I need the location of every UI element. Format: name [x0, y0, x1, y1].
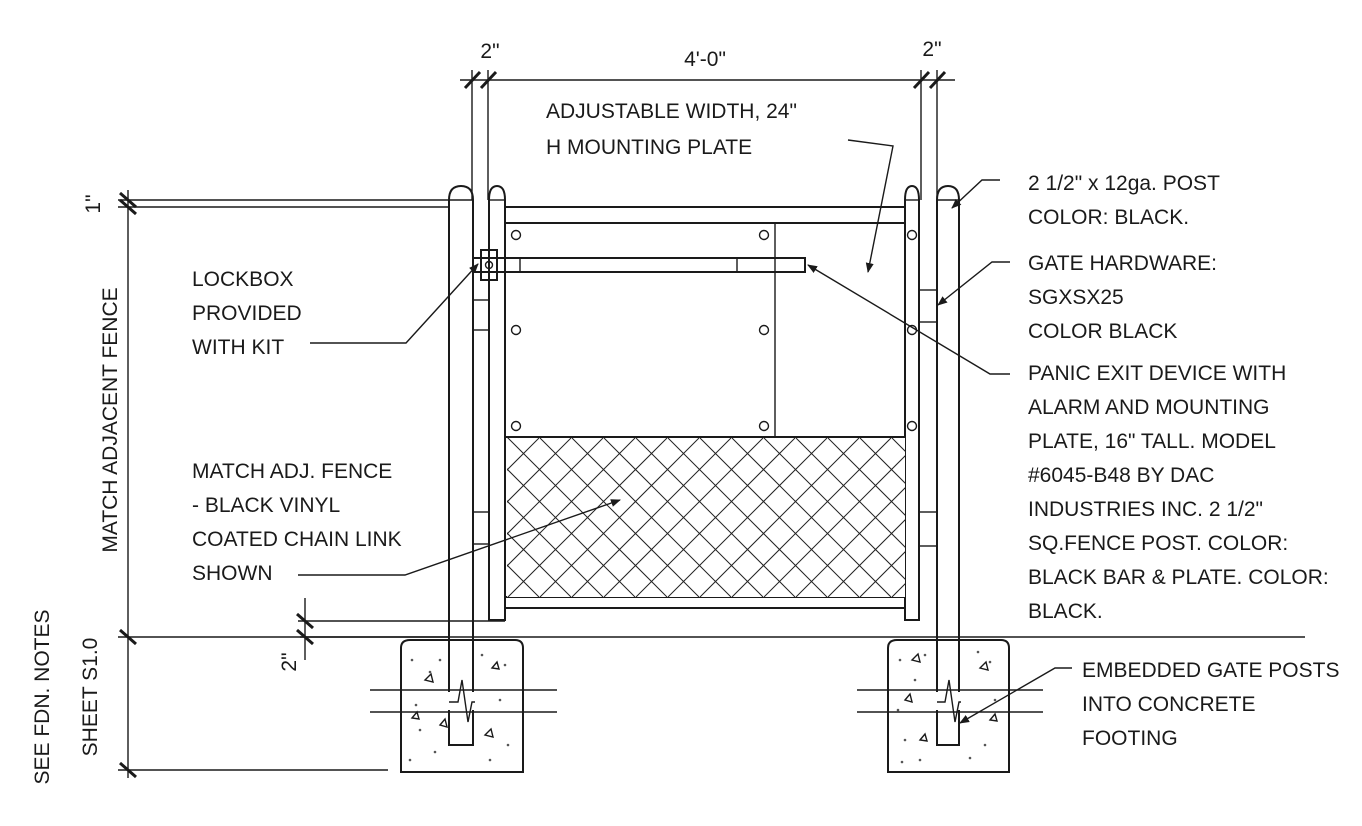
bottom-gap-dimension: 2": [278, 598, 505, 672]
svg-text:WITH KIT: WITH KIT: [192, 336, 284, 359]
right-gate-post: [904, 184, 920, 621]
svg-text:PLATE, 16" TALL. MODEL: PLATE, 16" TALL. MODEL: [1028, 430, 1276, 453]
svg-text:SHOWN: SHOWN: [192, 562, 273, 585]
callout-post: 2 1/2" x 12ga. POST COLOR: BLACK.: [1028, 172, 1220, 229]
callout-chain-link: MATCH ADJ. FENCE - BLACK VINYL COATED CH…: [192, 460, 402, 585]
left-hinge-post: [448, 184, 474, 746]
dim-top-offset: 1": [82, 194, 105, 213]
svg-text:INTO CONCRETE: INTO CONCRETE: [1082, 693, 1255, 716]
svg-text:LOCKBOX: LOCKBOX: [192, 268, 294, 291]
svg-text:PANIC EXIT DEVICE WITH: PANIC EXIT DEVICE WITH: [1028, 362, 1286, 385]
footing-ref-line1: SEE FDN. NOTES: [31, 609, 54, 784]
callout-hardware: GATE HARDWARE: SGXSX25 COLOR BLACK: [1028, 252, 1217, 343]
chain-link-mesh: [507, 438, 905, 597]
left-dimension-string: 1" MATCH ADJACENT FENCE SEE FDN. NOTES S…: [31, 190, 448, 785]
top-dimension-string: 2" 4'-0" 2": [460, 38, 955, 200]
post-break-symbols: [370, 679, 1043, 723]
svg-text:2 1/2" x 12ga. POST: 2 1/2" x 12ga. POST: [1028, 172, 1220, 195]
svg-text:EMBEDDED GATE POSTS: EMBEDDED GATE POSTS: [1082, 659, 1340, 682]
svg-text:ALARM AND MOUNTING: ALARM AND MOUNTING: [1028, 396, 1270, 419]
svg-text:INDUSTRIES INC. 2 1/2": INDUSTRIES INC. 2 1/2": [1028, 498, 1263, 521]
right-hinge-post: [936, 184, 960, 746]
svg-text:BLACK BAR & PLATE. COLOR:: BLACK BAR & PLATE. COLOR:: [1028, 566, 1329, 589]
svg-text:ADJUSTABLE WIDTH, 24": ADJUSTABLE WIDTH, 24": [546, 100, 797, 123]
plate-screws: [510, 229, 918, 432]
svg-text:SGXSX25: SGXSX25: [1028, 286, 1124, 309]
svg-text:PROVIDED: PROVIDED: [192, 302, 302, 325]
panic-bar: [472, 249, 806, 281]
dim-left-post: 2": [480, 40, 499, 63]
left-gate-post: [488, 184, 506, 621]
svg-text:COATED CHAIN LINK: COATED CHAIN LINK: [192, 528, 402, 551]
hinges: [472, 289, 938, 547]
callout-mounting-plate: ADJUSTABLE WIDTH, 24" H MOUNTING PLATE: [546, 100, 797, 159]
svg-text:COLOR BLACK: COLOR BLACK: [1028, 320, 1177, 343]
callout-panic-device: PANIC EXIT DEVICE WITH ALARM AND MOUNTIN…: [1028, 362, 1329, 623]
svg-text:COLOR: BLACK.: COLOR: BLACK.: [1028, 206, 1189, 229]
callout-lockbox: LOCKBOX PROVIDED WITH KIT: [192, 268, 302, 359]
callout-embedded: EMBEDDED GATE POSTS INTO CONCRETE FOOTIN…: [1082, 659, 1340, 750]
dim-gate-width: 4'-0": [684, 48, 726, 71]
dim-height-label: MATCH ADJACENT FENCE: [99, 287, 122, 552]
svg-text:BLACK.: BLACK.: [1028, 600, 1103, 623]
svg-text:MATCH ADJ. FENCE: MATCH ADJ. FENCE: [192, 460, 392, 483]
svg-text:SQ.FENCE POST. COLOR:: SQ.FENCE POST. COLOR:: [1028, 532, 1288, 555]
right-footing: [887, 639, 1010, 773]
svg-text:GATE HARDWARE:: GATE HARDWARE:: [1028, 252, 1217, 275]
leader-lines: [298, 139, 1072, 724]
svg-text:#6045-B48 BY DAC: #6045-B48 BY DAC: [1028, 464, 1214, 487]
svg-text:H MOUNTING PLATE: H MOUNTING PLATE: [546, 136, 752, 159]
footing-ref-line2: SHEET S1.0: [79, 638, 102, 757]
svg-text:- BLACK VINYL: - BLACK VINYL: [192, 494, 340, 517]
dim-right-post: 2": [922, 38, 941, 61]
left-footing: [400, 639, 524, 773]
svg-text:FOOTING: FOOTING: [1082, 727, 1178, 750]
dim-bottom-gap: 2": [278, 652, 301, 671]
